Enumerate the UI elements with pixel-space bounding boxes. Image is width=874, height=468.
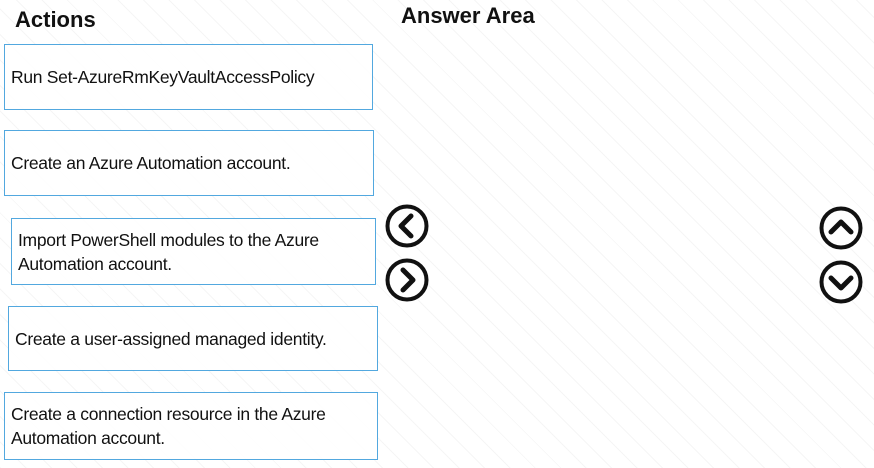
- action-item-import-powershell-modules[interactable]: Import PowerShell modules to the Azure A…: [11, 218, 376, 285]
- move-down-button[interactable]: [819, 260, 863, 304]
- chevron-down-circle-icon: [819, 260, 863, 304]
- action-item-label: Import PowerShell modules to the Azure A…: [18, 229, 319, 274]
- action-item-label: Create an Azure Automation account.: [11, 153, 291, 173]
- chevron-left-circle-icon: [385, 204, 429, 248]
- action-item-create-managed-identity[interactable]: Create a user-assigned managed identity.: [8, 306, 378, 371]
- move-to-actions-button[interactable]: [385, 204, 429, 248]
- move-up-button[interactable]: [819, 206, 863, 250]
- action-item-run-set-azurermkeyvaultaccesspolicy[interactable]: Run Set-AzureRmKeyVaultAccessPolicy: [4, 44, 373, 110]
- action-item-label: Create a connection resource in the Azur…: [11, 404, 326, 448]
- action-item-create-automation-account[interactable]: Create an Azure Automation account.: [4, 130, 374, 196]
- action-item-create-connection-resource[interactable]: Create a connection resource in the Azur…: [4, 392, 378, 460]
- answer-area-heading: Answer Area: [401, 3, 535, 28]
- actions-heading: Actions: [15, 7, 96, 32]
- action-item-label: Create a user-assigned managed identity.: [15, 328, 327, 349]
- action-item-label: Run Set-AzureRmKeyVaultAccessPolicy: [11, 67, 315, 87]
- move-to-answer-button[interactable]: [385, 258, 429, 302]
- chevron-right-circle-icon: [385, 258, 429, 302]
- chevron-up-circle-icon: [819, 206, 863, 250]
